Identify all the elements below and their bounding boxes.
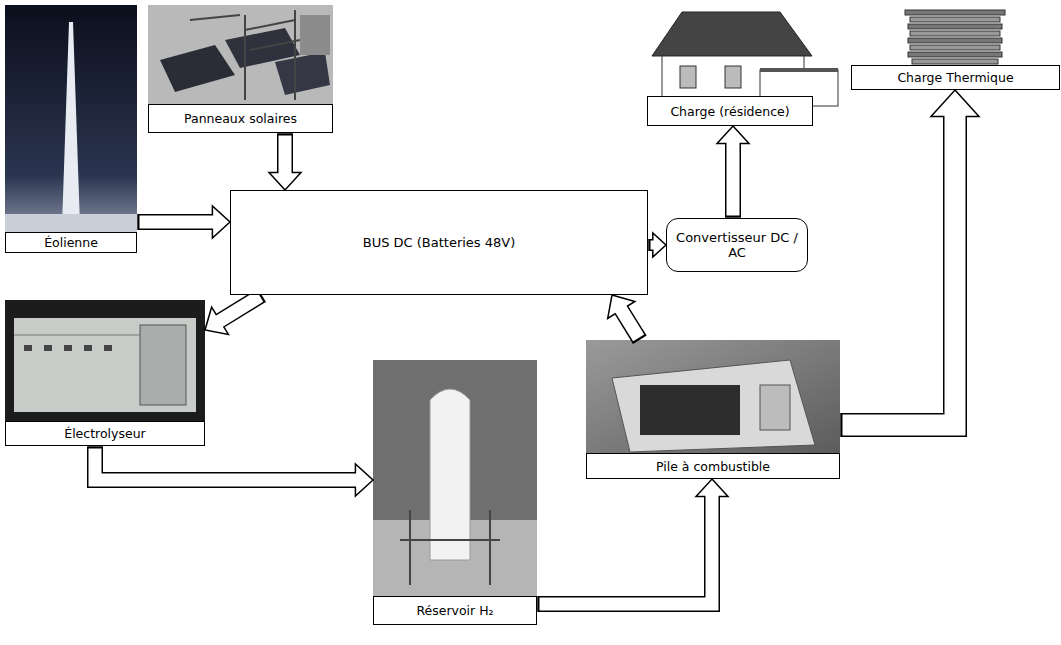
hollow-arrow	[608, 295, 647, 343]
arrow-head	[355, 464, 373, 496]
arrow-body-fill	[218, 296, 260, 322]
solar-panel-node: Panneaux solaires	[148, 5, 333, 133]
arrow-body-fill	[620, 308, 639, 338]
solar-panels-photo	[148, 5, 333, 104]
node-label: Pile à combustible	[586, 453, 840, 479]
electrolyser-photo	[5, 300, 205, 421]
arrow-body-fill	[540, 494, 713, 604]
wind-turbine-node: Éolienne	[5, 5, 137, 253]
arrow-body-fill	[843, 114, 956, 425]
fuel-cell-node: Pile à combustible	[586, 340, 840, 479]
hollow-arrow	[269, 134, 301, 190]
node-label: Électrolyseur	[5, 421, 205, 446]
fuel-cell-photo	[586, 340, 840, 453]
wind-turbine-photo	[5, 5, 137, 233]
hollow-arrow	[87, 447, 373, 496]
hollow-arrow	[717, 126, 749, 217]
arrow-tail	[277, 133, 293, 135]
house-drawing	[652, 12, 838, 106]
node-label: Réservoir H₂	[373, 596, 537, 625]
residence-load-node: Charge (résidence)	[647, 5, 813, 126]
arrow-head	[696, 479, 728, 497]
thermal-load-node: Charge Thermique	[851, 5, 1060, 90]
hydrogen-tank-node: Réservoir H₂	[373, 360, 537, 625]
hollow-arrow	[841, 90, 979, 437]
node-label: Charge (résidence)	[647, 96, 813, 126]
arrow-body-fill	[95, 449, 358, 481]
node-label: Convertisseur DC / AC	[667, 226, 807, 264]
arrow-head	[269, 172, 301, 190]
arrow-tail	[633, 335, 647, 343]
node-label: Charge Thermique	[851, 65, 1060, 90]
hydrogen-tank-photo	[373, 360, 537, 596]
arrow-tail	[840, 413, 842, 437]
arrow-tail	[137, 214, 139, 230]
arrow-body-fill	[279, 136, 292, 175]
hollow-arrow	[205, 289, 265, 335]
node-label: Éolienne	[5, 232, 137, 253]
arrow-body-outline	[841, 116, 955, 425]
hollow-arrow	[138, 206, 230, 238]
arrow-body-fill	[140, 216, 215, 229]
arrow-body-outline	[538, 497, 712, 604]
node-label: BUS DC (Batteries 48V)	[359, 231, 520, 254]
arrow-tail	[87, 446, 103, 448]
radiator-drawing	[905, 10, 1005, 64]
arrow-body-fill	[727, 141, 740, 215]
hollow-arrow	[538, 479, 728, 612]
arrow-head	[212, 206, 230, 238]
dc-bus-box: BUS DC (Batteries 48V)	[230, 190, 648, 295]
node-label: Panneaux solaires	[148, 104, 333, 133]
arrow-tail	[537, 596, 539, 612]
hollow-arrow	[649, 233, 666, 257]
arrow-head	[931, 90, 979, 116]
arrow-body-fill	[651, 241, 656, 250]
arrow-tail	[648, 239, 650, 251]
converter-box: Convertisseur DC / AC	[666, 218, 808, 272]
arrow-head	[717, 126, 749, 144]
electrolyser-node: Électrolyseur	[5, 300, 205, 446]
